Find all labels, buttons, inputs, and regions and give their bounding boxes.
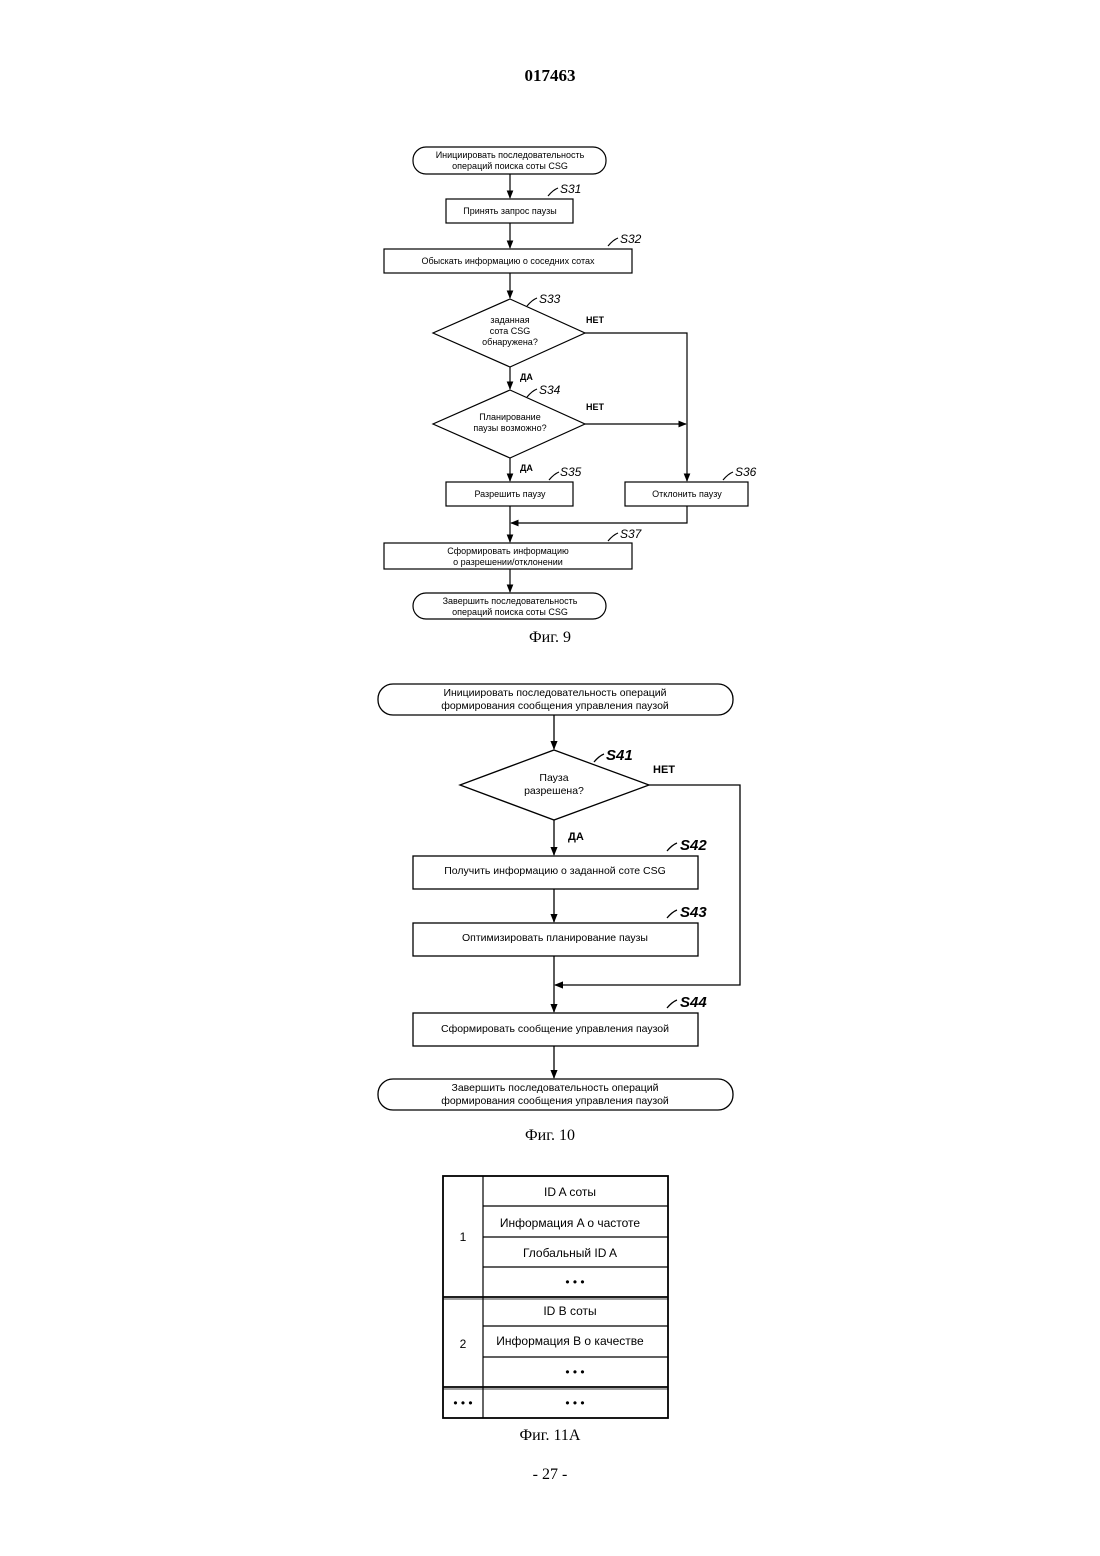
- fig9-s36-label: S36: [735, 465, 757, 479]
- fig9-texts: Инициировать последовательность операций…: [421, 150, 756, 617]
- fig9-caption: Фиг. 9: [0, 629, 1100, 647]
- fig10-start-line2: формирования сообщения управления паузой: [441, 700, 669, 712]
- fig9-s36-text: Отклонить паузу: [652, 489, 722, 499]
- fig10-s41-yes: ДА: [568, 831, 584, 843]
- fig9-s37-line1: Сформировать информацию: [447, 546, 569, 556]
- fig9-s32-text: Обыскать информацию о соседних сотах: [421, 256, 595, 266]
- fig10-s41-label: S41: [606, 747, 633, 764]
- fig9-s33-label: S33: [539, 292, 561, 306]
- fig10-s42-label: S42: [680, 837, 707, 854]
- fig9-end-line1: Завершить последовательность: [443, 596, 578, 606]
- fig9-s34-line1: Планирование: [479, 412, 540, 422]
- fig10-s44-label: S44: [680, 994, 707, 1011]
- table-cell: • • •: [565, 1365, 584, 1379]
- fig10-end-line2: формирования сообщения управления паузой: [441, 1095, 669, 1107]
- fig9-s33-line2: сота CSG: [490, 326, 530, 336]
- table-cell: Информация B о качестве: [496, 1334, 644, 1348]
- table-group-index: 2: [460, 1337, 467, 1351]
- fig9-s34-no: НЕТ: [586, 402, 605, 412]
- fig11a-caption: Фиг. 11A: [0, 1427, 1100, 1445]
- fig9-s33-no: НЕТ: [586, 315, 605, 325]
- table-cell: ID B соты: [543, 1304, 596, 1318]
- fig11a-table: [443, 1176, 668, 1418]
- fig9-start-line2: операций поиска соты CSG: [452, 161, 568, 171]
- fig10-s44-text: Сформировать сообщение управления паузой: [441, 1023, 669, 1035]
- fig10-flowchart: [378, 684, 740, 1110]
- page-number: - 27 -: [0, 1466, 1100, 1484]
- fig10-s41-line2: разрешена?: [524, 785, 584, 797]
- fig9-end-line2: операций поиска соты CSG: [452, 607, 568, 617]
- fig10-start-line1: Инициировать последовательность операций: [443, 687, 666, 699]
- fig9-s33-yes: ДА: [520, 372, 533, 382]
- table-cell: • • •: [565, 1396, 584, 1410]
- fig10-s41-no: НЕТ: [653, 764, 675, 776]
- fig10-s41-line1: Пауза: [539, 772, 568, 784]
- fig9-s35-label: S35: [560, 465, 582, 479]
- fig9-s35-text: Разрешить паузу: [474, 489, 546, 499]
- table-cell: • • •: [565, 1275, 584, 1289]
- fig9-s37-label: S37: [620, 527, 643, 541]
- fig10-s43-label: S43: [680, 904, 707, 921]
- fig10-s43-text: Оптимизировать планирование паузы: [462, 932, 648, 944]
- fig9-s34-yes: ДА: [520, 463, 533, 473]
- fig9-s37-line2: о разрешении/отклонении: [453, 557, 563, 567]
- table-cell: Информация A о частоте: [500, 1216, 641, 1230]
- fig9-s32-label: S32: [620, 232, 642, 246]
- fig10-s42-text: Получить информацию о заданной соте CSG: [444, 865, 666, 877]
- table-cell: ID A соты: [544, 1185, 596, 1199]
- fig10-caption: Фиг. 10: [0, 1127, 1100, 1145]
- fig9-s31-text: Принять запрос паузы: [463, 206, 557, 216]
- fig9-s34-line2: паузы возможно?: [473, 423, 546, 433]
- table-group-index: 1: [460, 1230, 467, 1244]
- fig10-end-line1: Завершить последовательность операций: [451, 1082, 658, 1094]
- fig9-start-line1: Инициировать последовательность: [436, 150, 585, 160]
- fig9-s33-line1: заданная: [490, 315, 529, 325]
- fig9-s34-label: S34: [539, 383, 561, 397]
- table-cell: Глобальный ID A: [523, 1246, 617, 1260]
- table-group-index: • • •: [453, 1396, 472, 1410]
- fig9-s33-line3: обнаружена?: [482, 337, 538, 347]
- fig9-s31-label: S31: [560, 182, 581, 196]
- fig10-texts: Инициировать последовательность операций…: [441, 687, 707, 1107]
